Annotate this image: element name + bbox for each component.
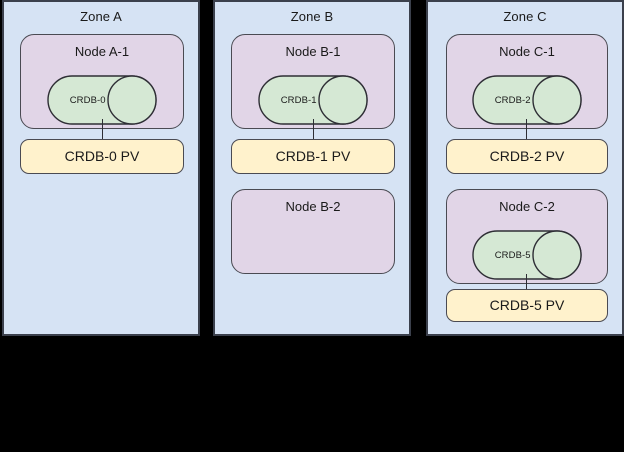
node-a-1[interactable]: Node A-1 CRDB-0 [20,34,184,129]
pv-crdb-2-label: CRDB-2 PV [489,148,565,164]
database-crdb-1[interactable]: CRDB-1 [258,75,368,125]
pv-crdb-0-label: CRDB-0 PV [64,148,140,164]
pv-crdb-1[interactable]: CRDB-1 PV [231,139,395,174]
database-crdb-0[interactable]: CRDB-0 [47,75,157,125]
node-c-2-title: Node C-2 [499,199,555,214]
zone-c-title: Zone C [503,9,547,24]
node-b-2[interactable]: Node B-2 [231,189,395,274]
connector-node-c-1-to-crdb-2-pv [526,119,527,140]
node-a-1-title: Node A-1 [74,44,130,59]
zone-a-title: Zone A [80,9,122,24]
node-b-2-title: Node B-2 [285,199,341,214]
pv-crdb-5-label: CRDB-5 PV [489,297,565,313]
database-crdb-5[interactable]: CRDB-5 [472,230,582,280]
connector-node-b-1-to-crdb-1-pv [313,119,314,140]
node-c-2[interactable]: Node C-2 CRDB-5 [446,189,608,284]
node-b-1-title: Node B-1 [285,44,341,59]
zone-a[interactable]: Zone A Node A-1 CRDB-0 CRDB-0 PV [2,0,200,336]
pv-crdb-1-label: CRDB-1 PV [275,148,351,164]
zone-b-title: Zone B [290,9,334,24]
node-c-1-title: Node C-1 [499,44,555,59]
connector-node-c-2-to-crdb-5-pv [526,274,527,290]
pv-crdb-2[interactable]: CRDB-2 PV [446,139,608,174]
database-crdb-2[interactable]: CRDB-2 [472,75,582,125]
pv-crdb-0[interactable]: CRDB-0 PV [20,139,184,174]
node-c-1[interactable]: Node C-1 CRDB-2 [446,34,608,129]
node-b-1[interactable]: Node B-1 CRDB-1 [231,34,395,129]
connector-node-a-1-to-crdb-0-pv [102,119,103,140]
zone-b[interactable]: Zone B Node B-1 CRDB-1 CRDB-1 PV Node B-… [213,0,411,336]
zone-c[interactable]: Zone C Node C-1 CRDB-2 CRDB-2 PV Node C-… [426,0,624,336]
pv-crdb-5[interactable]: CRDB-5 PV [446,289,608,322]
